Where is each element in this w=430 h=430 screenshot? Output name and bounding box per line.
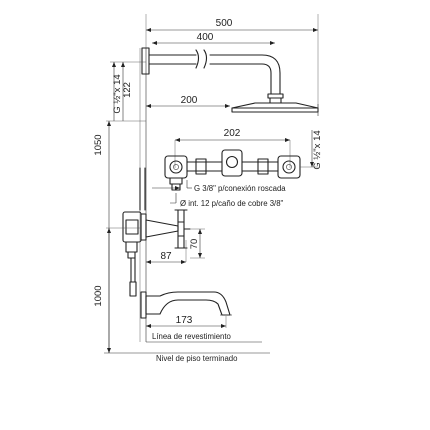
dimension-500: 500	[145, 14, 319, 108]
dimension-87: 87	[146, 240, 187, 264]
dimension-70-label: 70	[189, 239, 200, 250]
dimension-70: 70	[189, 228, 205, 259]
shower-head	[231, 93, 319, 116]
dimension-1050: 1050	[93, 120, 146, 353]
dimension-head-thread: G ½"x 14 122	[110, 61, 146, 121]
dimension-200-label: 200	[181, 95, 198, 106]
riser-pipe	[139, 167, 146, 211]
dimension-400-label: 400	[197, 32, 214, 43]
bath-spout	[129, 281, 232, 319]
dimension-87-label: 87	[160, 251, 172, 262]
dimension-200: 200	[146, 95, 230, 108]
dimension-173: 173	[146, 315, 227, 328]
shower-arm	[141, 47, 281, 95]
dimension-1000-label: 1000	[93, 285, 104, 306]
dimension-500-label: 500	[216, 18, 233, 29]
reference-lines: Línea de revestimiento Nivel de piso ter…	[104, 332, 270, 363]
dimension-valve-thread: G ½"x 14	[300, 130, 323, 170]
connection-thread-note: G 3/8" p/conexión roscada	[194, 184, 286, 193]
valve-thread-label: G ½"x 14	[312, 130, 323, 169]
dimension-202-label: 202	[224, 128, 241, 139]
dimension-1050-label: 1050	[93, 134, 104, 155]
connection-notes: G 3/8" p/conexión roscada Ø int. 12 p/ca…	[152, 180, 286, 208]
rough-in-body: 202	[164, 128, 301, 191]
copper-pipe-note: Ø int. 12 p/caño de cobre 3/8"	[180, 199, 284, 208]
dimension-173-label: 173	[176, 315, 193, 326]
floor-line-label: Nivel de piso terminado	[156, 354, 238, 363]
spout-supply-pipe	[130, 257, 136, 283]
finish-line-label: Línea de revestimiento	[152, 332, 232, 341]
head-offset-label: 122	[122, 82, 133, 98]
head-thread-label: G ½"x 14	[112, 74, 123, 113]
dimension-1000: 1000	[93, 227, 140, 353]
dimension-400: 400	[152, 32, 275, 45]
mixer-valve	[122, 209, 191, 259]
